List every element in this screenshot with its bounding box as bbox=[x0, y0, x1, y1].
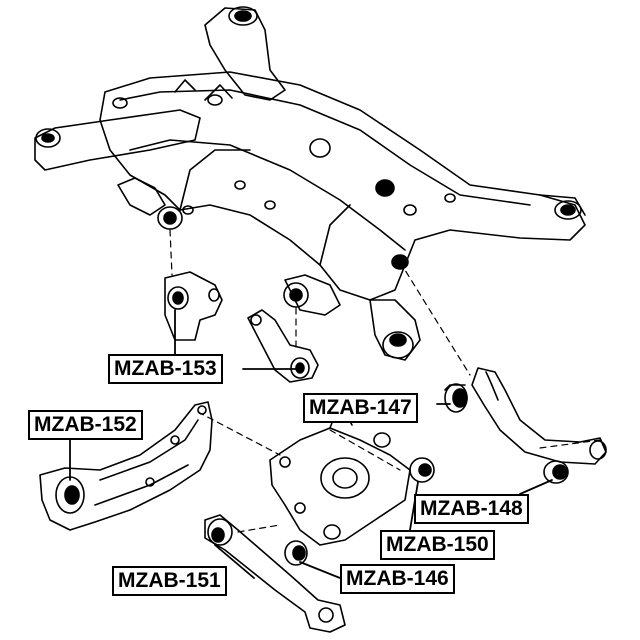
leader-lines bbox=[69, 309, 553, 579]
arm-152 bbox=[39, 401, 213, 531]
part-label-mzab-146: MZAB-146 bbox=[340, 564, 455, 594]
knuckle bbox=[269, 411, 435, 566]
subframe bbox=[34, 6, 586, 361]
guide-lines bbox=[169, 229, 601, 533]
bracket-153 bbox=[164, 271, 319, 383]
arm-148 bbox=[444, 367, 607, 484]
part-label-mzab-151: MZAB-151 bbox=[112, 566, 227, 596]
part-label-mzab-148: MZAB-148 bbox=[414, 494, 529, 524]
part-label-mzab-147: MZAB-147 bbox=[303, 393, 418, 423]
arm-151 bbox=[204, 514, 346, 633]
part-label-mzab-150: MZAB-150 bbox=[380, 530, 495, 560]
part-label-mzab-153: MZAB-153 bbox=[108, 354, 223, 384]
part-label-mzab-152: MZAB-152 bbox=[28, 410, 143, 440]
